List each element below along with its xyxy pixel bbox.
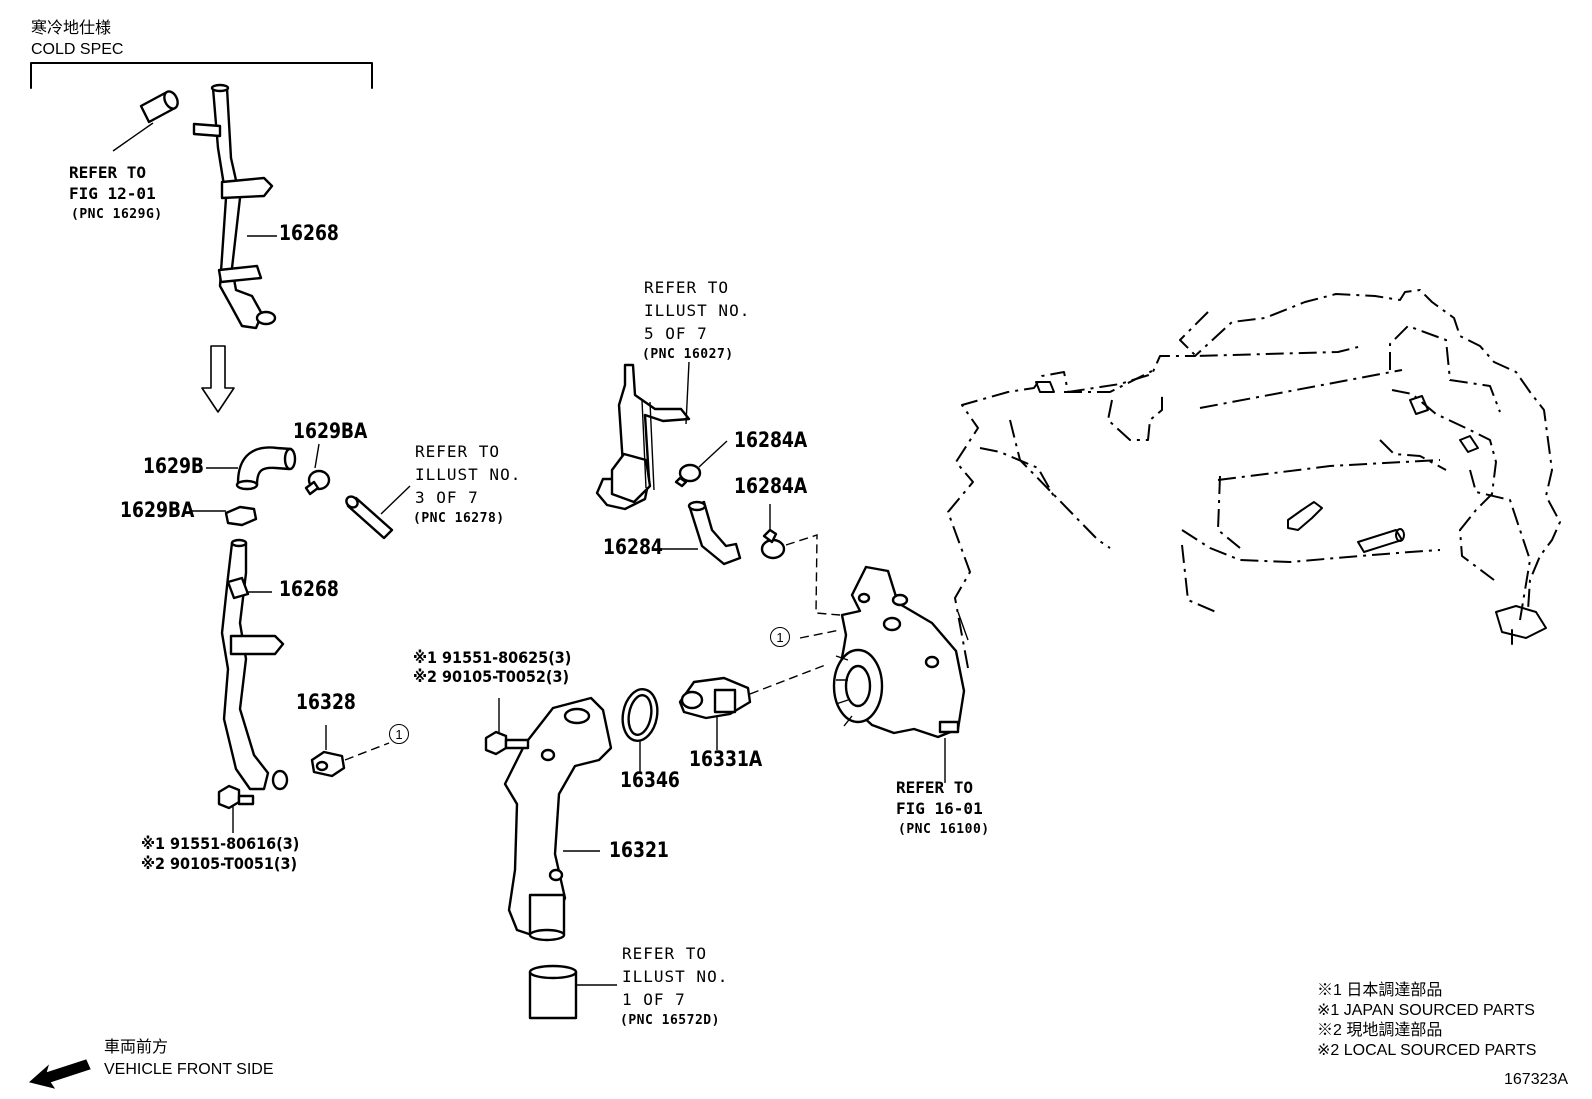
clamp-16328 bbox=[310, 750, 346, 778]
ref-line-1: REFER TO bbox=[644, 278, 730, 297]
clamp-16284a-a bbox=[674, 463, 702, 488]
part-number-16321: 16321 bbox=[609, 838, 669, 862]
part-number-16284a-b: 16284A bbox=[734, 474, 808, 498]
part-number-16331a: 16331A bbox=[689, 747, 763, 771]
part-number-1629ba-a: 1629BA bbox=[293, 419, 368, 443]
leader-16284a-a bbox=[698, 440, 728, 468]
legend-line-4: ※2 LOCAL SOURCED PARTS bbox=[1317, 1042, 1537, 1059]
ref-line-1: REFER TO bbox=[622, 944, 708, 963]
ref-pnc: (PNC 16572D) bbox=[620, 1013, 720, 1028]
leader-illust5 bbox=[685, 361, 690, 425]
hose-1629b bbox=[235, 446, 297, 491]
hose-stub-top bbox=[139, 90, 222, 138]
figure-id: 167323A bbox=[1504, 1071, 1569, 1088]
hose-16284 bbox=[687, 500, 742, 566]
part-number-16328: 16328 bbox=[296, 690, 356, 714]
thermostat-16331a bbox=[678, 676, 752, 720]
part-number-1629b: 1629B bbox=[143, 454, 205, 478]
dash-16284a bbox=[785, 534, 841, 616]
ref-line-1: REFER TO bbox=[896, 778, 974, 797]
ref-pnc: (PNC 16027) bbox=[642, 347, 734, 362]
ref-line-2: ILLUST NO. bbox=[644, 301, 751, 320]
part-number-16346: 16346 bbox=[620, 768, 680, 792]
gasket-16346 bbox=[621, 688, 659, 742]
leader-1629ba-a bbox=[314, 443, 320, 469]
part-number-1629ba-b: 1629BA bbox=[120, 498, 195, 522]
dash-thermo bbox=[749, 663, 829, 695]
ref-line-1: REFER TO bbox=[69, 163, 147, 182]
ref-line-3: 5 OF 7 bbox=[644, 324, 708, 343]
leader-illust3 bbox=[380, 485, 411, 515]
front-en: VEHICLE FRONT SIDE bbox=[104, 1061, 274, 1078]
ref-line-2: ILLUST NO. bbox=[622, 967, 729, 986]
part-number-16284a-a: 16284A bbox=[734, 428, 808, 452]
cold-spec-en: COLD SPEC bbox=[31, 41, 124, 58]
legend-line-2: ※1 JAPAN SOURCED PARTS bbox=[1317, 1002, 1535, 1019]
ref-line-1: REFER TO bbox=[415, 442, 501, 461]
part-number-16268-top: 16268 bbox=[279, 221, 339, 245]
down-arrow-icon bbox=[201, 345, 235, 413]
ref-line-2: ILLUST NO. bbox=[415, 465, 522, 484]
engine-ghost-outline bbox=[947, 289, 1561, 669]
bolt-upper-japan: ※1 91551-80625(3) bbox=[413, 648, 572, 667]
bolt-lower-japan: ※1 91551-80616(3) bbox=[141, 834, 300, 853]
callout-1-clamp: 1 bbox=[389, 724, 409, 744]
part-number-16284: 16284 bbox=[603, 535, 663, 559]
pipe-16268-top bbox=[210, 83, 277, 330]
clamp-1629ba-b bbox=[224, 505, 258, 527]
bolt-upper bbox=[484, 730, 530, 756]
dash-engine-link bbox=[957, 611, 969, 641]
clamp-16284a-b bbox=[760, 528, 786, 560]
hose-ref-illust3 bbox=[345, 495, 394, 540]
ref-pnc: (PNC 16278) bbox=[413, 511, 505, 526]
cold-spec-jp: 寒冷地仕様 bbox=[31, 20, 112, 37]
ref-line-2: FIG 16-01 bbox=[896, 799, 983, 818]
bolt-lower bbox=[217, 784, 255, 810]
water-inlet-16321 bbox=[503, 696, 613, 942]
hose-ref-illust1 bbox=[528, 964, 578, 1020]
ref-line-2: FIG 12-01 bbox=[69, 184, 156, 203]
bolt-upper-local: ※2 90105-T0052(3) bbox=[413, 667, 570, 686]
dash-pump bbox=[799, 629, 841, 639]
ref-pnc: (PNC 1629G) bbox=[71, 207, 163, 222]
legend-line-1: ※1 日本調達部品 bbox=[1317, 982, 1443, 999]
clamp-1629ba-a bbox=[304, 469, 331, 496]
bolt-lower-local: ※2 90105-T0051(3) bbox=[141, 854, 298, 873]
callout-1-pump: 1 bbox=[770, 627, 790, 647]
ref-pnc: (PNC 16100) bbox=[898, 822, 990, 837]
ref-line-3: 1 OF 7 bbox=[622, 990, 686, 1009]
ref-line-3: 3 OF 7 bbox=[415, 488, 479, 507]
pipe-ref-illust5 bbox=[595, 363, 691, 511]
engine-ghost-parts bbox=[1035, 381, 1547, 645]
dash-16328 bbox=[344, 742, 390, 761]
front-arrow-icon bbox=[28, 1059, 91, 1089]
part-number-16268: 16268 bbox=[279, 577, 339, 601]
legend-line-3: ※2 現地調達部品 bbox=[1317, 1022, 1443, 1039]
pipe-16268 bbox=[220, 538, 289, 791]
cold-spec-bracket bbox=[30, 62, 373, 89]
leader-fig1201 bbox=[112, 122, 154, 152]
front-jp: 車両前方 bbox=[104, 1039, 169, 1056]
water-pump-housing bbox=[832, 565, 966, 739]
